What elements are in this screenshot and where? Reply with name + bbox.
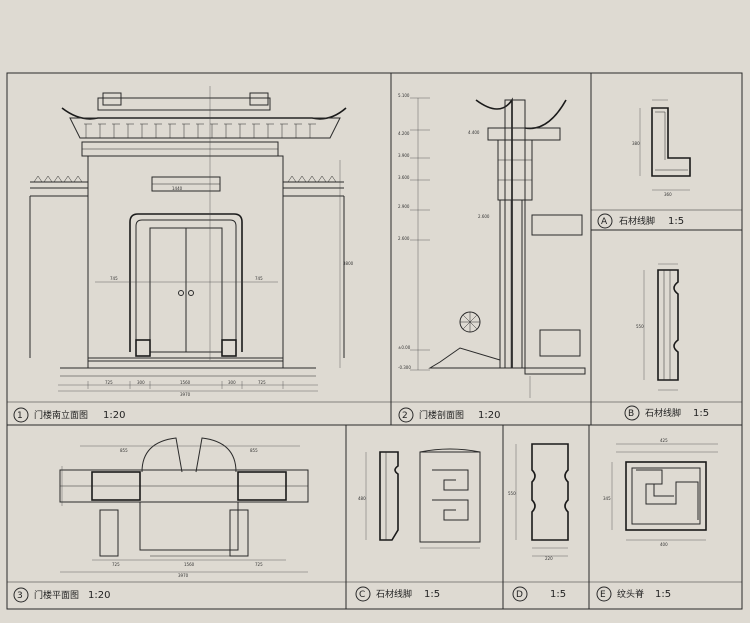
title-3: 3 门楼平面图 1:20 <box>13 587 110 603</box>
title-1-scale: 1:20 <box>103 410 125 421</box>
svg-text:725: 725 <box>105 380 113 385</box>
svg-text:2.600: 2.600 <box>478 214 490 219</box>
title-3-number: 3 <box>17 591 23 601</box>
title-c-scale: 1:5 <box>424 589 440 600</box>
svg-text:2.900: 2.900 <box>398 204 410 209</box>
title-c-name: 石材线脚 <box>376 588 412 600</box>
svg-text:3.900: 3.900 <box>398 153 410 158</box>
svg-text:300: 300 <box>228 380 236 385</box>
svg-text:425: 425 <box>660 438 668 443</box>
svg-text:550: 550 <box>508 491 516 496</box>
svg-text:1560: 1560 <box>184 562 195 567</box>
title-a: A 石材线脚 1:5 <box>597 213 684 229</box>
title-e: E 纹头脊 1:5 <box>596 586 671 602</box>
svg-text:725: 725 <box>258 380 266 385</box>
floor-plan-drawing: 725 1560 725 3970 855 855 <box>59 437 309 578</box>
title-3-name: 门楼平面图 <box>34 589 79 601</box>
svg-text:3970: 3970 <box>178 573 189 578</box>
title-a-scale: 1:5 <box>668 216 684 227</box>
detail-b-drawing: 550 <box>636 263 679 391</box>
detail-d-drawing: 550 220 <box>508 443 569 561</box>
title-2-scale: 1:20 <box>478 410 500 421</box>
title-b: B 石材线脚 1:5 <box>624 405 709 421</box>
svg-text:550: 550 <box>636 324 644 329</box>
svg-text:480: 480 <box>358 496 366 501</box>
title-c-letter: C <box>359 590 365 600</box>
title-1-number: 1 <box>17 411 23 421</box>
title-d: D 1:5 <box>512 586 566 602</box>
title-3-scale: 1:20 <box>88 590 110 601</box>
title-2-number: 2 <box>402 411 408 421</box>
svg-text:±0.00: ±0.00 <box>398 345 411 350</box>
front-elevation-drawing: 725 300 1560 300 725 3970 3800 745 745 1… <box>29 86 354 397</box>
svg-text:360: 360 <box>664 192 672 197</box>
svg-text:4.400: 4.400 <box>468 130 480 135</box>
title-d-letter: D <box>516 590 523 600</box>
title-e-letter: E <box>600 590 606 600</box>
side-section-drawing: 5.100 4.200 3.900 3.600 2.900 2.600 ±0.0… <box>398 93 586 398</box>
svg-text:3970: 3970 <box>180 392 191 397</box>
title-c: C 石材线脚 1:5 <box>355 586 440 602</box>
title-2: 2 门楼剖面图 1:20 <box>398 407 500 423</box>
svg-text:855: 855 <box>120 448 128 453</box>
detail-c-drawing: 480 <box>358 448 481 549</box>
svg-text:745: 745 <box>255 276 263 281</box>
title-b-name: 石材线脚 <box>645 407 681 419</box>
title-d-scale: 1:5 <box>550 589 566 600</box>
svg-text:855: 855 <box>250 448 258 453</box>
svg-text:1440: 1440 <box>172 186 183 191</box>
title-b-scale: 1:5 <box>693 408 709 419</box>
svg-text:2.600: 2.600 <box>398 236 410 241</box>
svg-text:345: 345 <box>603 496 611 501</box>
title-2-name: 门楼剖面图 <box>419 409 464 421</box>
svg-text:300: 300 <box>137 380 145 385</box>
detail-e-drawing: 425 400 345 <box>603 438 718 547</box>
svg-text:745: 745 <box>110 276 118 281</box>
title-e-scale: 1:5 <box>655 589 671 600</box>
title-b-letter: B <box>628 409 634 419</box>
title-a-name: 石材线脚 <box>619 215 655 227</box>
title-1-name: 门楼南立面图 <box>34 409 88 421</box>
svg-text:725: 725 <box>255 562 263 567</box>
svg-text:400: 400 <box>660 542 668 547</box>
title-a-letter: A <box>601 217 608 227</box>
svg-text:5.100: 5.100 <box>398 93 410 98</box>
svg-text:1560: 1560 <box>180 380 191 385</box>
title-e-name: 纹头脊 <box>617 588 644 600</box>
svg-text:3800: 3800 <box>343 261 354 266</box>
svg-text:3.600: 3.600 <box>398 175 410 180</box>
svg-text:220: 220 <box>545 556 553 561</box>
svg-text:4.200: 4.200 <box>398 131 410 136</box>
svg-text:380: 380 <box>632 141 640 146</box>
svg-text:-0.300: -0.300 <box>398 365 411 370</box>
title-1: 1 门楼南立面图 1:20 <box>13 407 125 423</box>
detail-a-drawing: 380 360 <box>632 99 691 197</box>
panel-frames <box>6 72 743 610</box>
svg-text:725: 725 <box>112 562 120 567</box>
